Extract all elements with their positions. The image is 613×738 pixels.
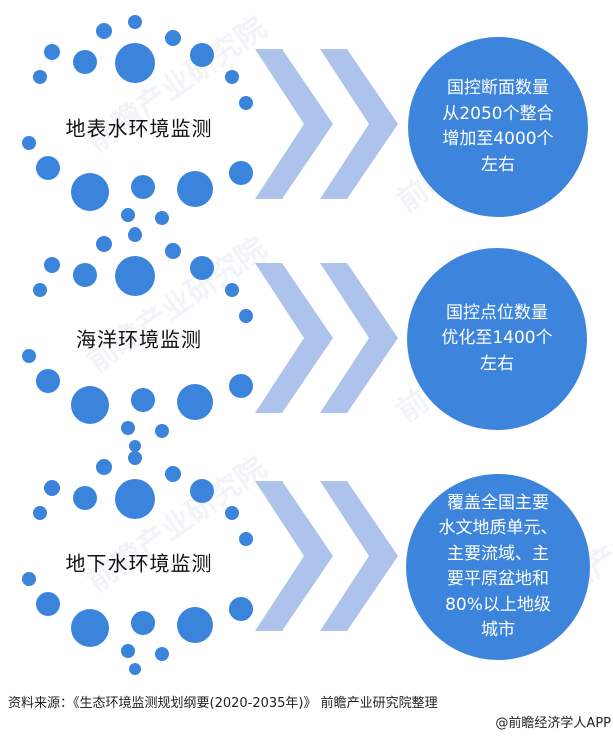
decorative-dot (239, 309, 253, 323)
decorative-dot (229, 374, 253, 398)
bubble-line: 国控点位数量 (445, 302, 548, 323)
section-label: 地表水环境监测 (65, 116, 213, 141)
decorative-dot (22, 572, 36, 586)
decorative-dot (96, 459, 112, 475)
chevron-right-icon (320, 481, 398, 631)
decorative-dot (121, 644, 135, 658)
decorative-dot (128, 228, 142, 242)
decorative-dot (190, 256, 214, 280)
result-bubble: 国控点位数量 优化至1400个 左右 (407, 248, 587, 430)
bubble-text: 国控断面数量 从2050个整合 增加至4000个 左右 (442, 76, 553, 178)
decorative-dot (22, 136, 36, 150)
decorative-dot (71, 609, 109, 647)
decorative-dot (155, 424, 169, 438)
decorative-dot (96, 23, 112, 39)
decorative-dot (44, 480, 60, 496)
decorative-dot (121, 208, 135, 222)
decorative-dot (115, 479, 155, 519)
bubble-line: 水文地质单元、 (438, 518, 558, 538)
result-bubble: 覆盖全国主要 水文地质单元、 主要流域、主 要平原盆地和 80%以上地级 城市 (406, 474, 590, 660)
decorative-dot (131, 388, 155, 412)
decorative-dot (190, 479, 214, 503)
decorative-dot (229, 161, 253, 185)
decorative-dot (33, 70, 47, 84)
decorative-dot (44, 44, 60, 60)
decorative-dot (73, 50, 97, 74)
decorative-dot (33, 506, 47, 520)
chevron-right-icon (320, 49, 398, 199)
decorative-dot (73, 263, 97, 287)
section-label: 海洋环境监测 (76, 327, 202, 352)
section-label: 地下水环境监测 (65, 551, 213, 576)
decorative-dot (96, 236, 112, 252)
decorative-dot (165, 30, 181, 46)
decorative-dot (131, 175, 155, 199)
decorative-dot (131, 611, 155, 635)
decorative-dot (73, 486, 97, 510)
decorative-dot (177, 607, 213, 643)
decorative-dot (165, 243, 181, 259)
result-bubble: 国控断面数量 从2050个整合 增加至4000个 左右 (408, 37, 588, 217)
decorative-dot (225, 283, 239, 297)
chevron-right-icon (255, 49, 333, 199)
bubble-line: 从2050个整合 (442, 103, 554, 124)
bubble-text: 国控点位数量 优化至1400个 左右 (441, 301, 552, 378)
decorative-dot (71, 386, 109, 424)
bubble-line: 覆盖全国主要 (447, 492, 549, 513)
bubble-line: 优化至1400个 (441, 328, 553, 349)
decorative-dot (36, 592, 60, 616)
decorative-dot (239, 532, 253, 546)
decorative-dot (128, 451, 142, 465)
chevron-right-icon (320, 263, 398, 413)
decorative-dot (44, 257, 60, 273)
bubble-line: 左右 (479, 353, 514, 374)
decorative-dot (155, 647, 169, 661)
decorative-dot (71, 173, 109, 211)
decorative-dot (229, 597, 253, 621)
decorative-dot (115, 256, 155, 296)
decorative-dot (129, 663, 141, 675)
decorative-dot (177, 171, 213, 207)
decorative-dot (165, 466, 181, 482)
bubble-line: 左右 (480, 154, 515, 175)
bubble-line: 要平原盆地和 (447, 569, 549, 589)
decorative-dot (239, 96, 253, 110)
decorative-dot (177, 384, 213, 420)
decorative-dot (36, 156, 60, 180)
decorative-dot (190, 43, 214, 67)
decorative-dot (22, 349, 36, 363)
chevron-right-icon (255, 481, 333, 631)
decorative-dot (128, 15, 142, 29)
decorative-dot (115, 43, 155, 83)
bubble-line: 增加至4000个 (442, 129, 554, 149)
decorative-dot (155, 211, 169, 225)
bubble-line: 80%以上地级 (445, 594, 551, 615)
decorative-dot (121, 421, 135, 435)
decorative-dot (225, 506, 239, 520)
credit-note: @前瞻经济学人APP (495, 716, 611, 731)
decorative-dot (225, 70, 239, 84)
decorative-dot (129, 440, 141, 452)
bubble-text: 覆盖全国主要 水文地质单元、 主要流域、主 要平原盆地和 80%以上地级 城市 (439, 491, 558, 644)
decorative-dot (33, 283, 47, 297)
chevron-right-icon (255, 263, 333, 413)
bubble-line: 主要流域、主 (447, 543, 549, 564)
bubble-line: 国控断面数量 (446, 78, 549, 98)
bubble-line: 城市 (481, 620, 515, 640)
source-note: 资料来源：《生态环境监测规划纲要(2020-2035年)》 前瞻产业研究院整理 (8, 696, 438, 711)
decorative-dot (36, 369, 60, 393)
